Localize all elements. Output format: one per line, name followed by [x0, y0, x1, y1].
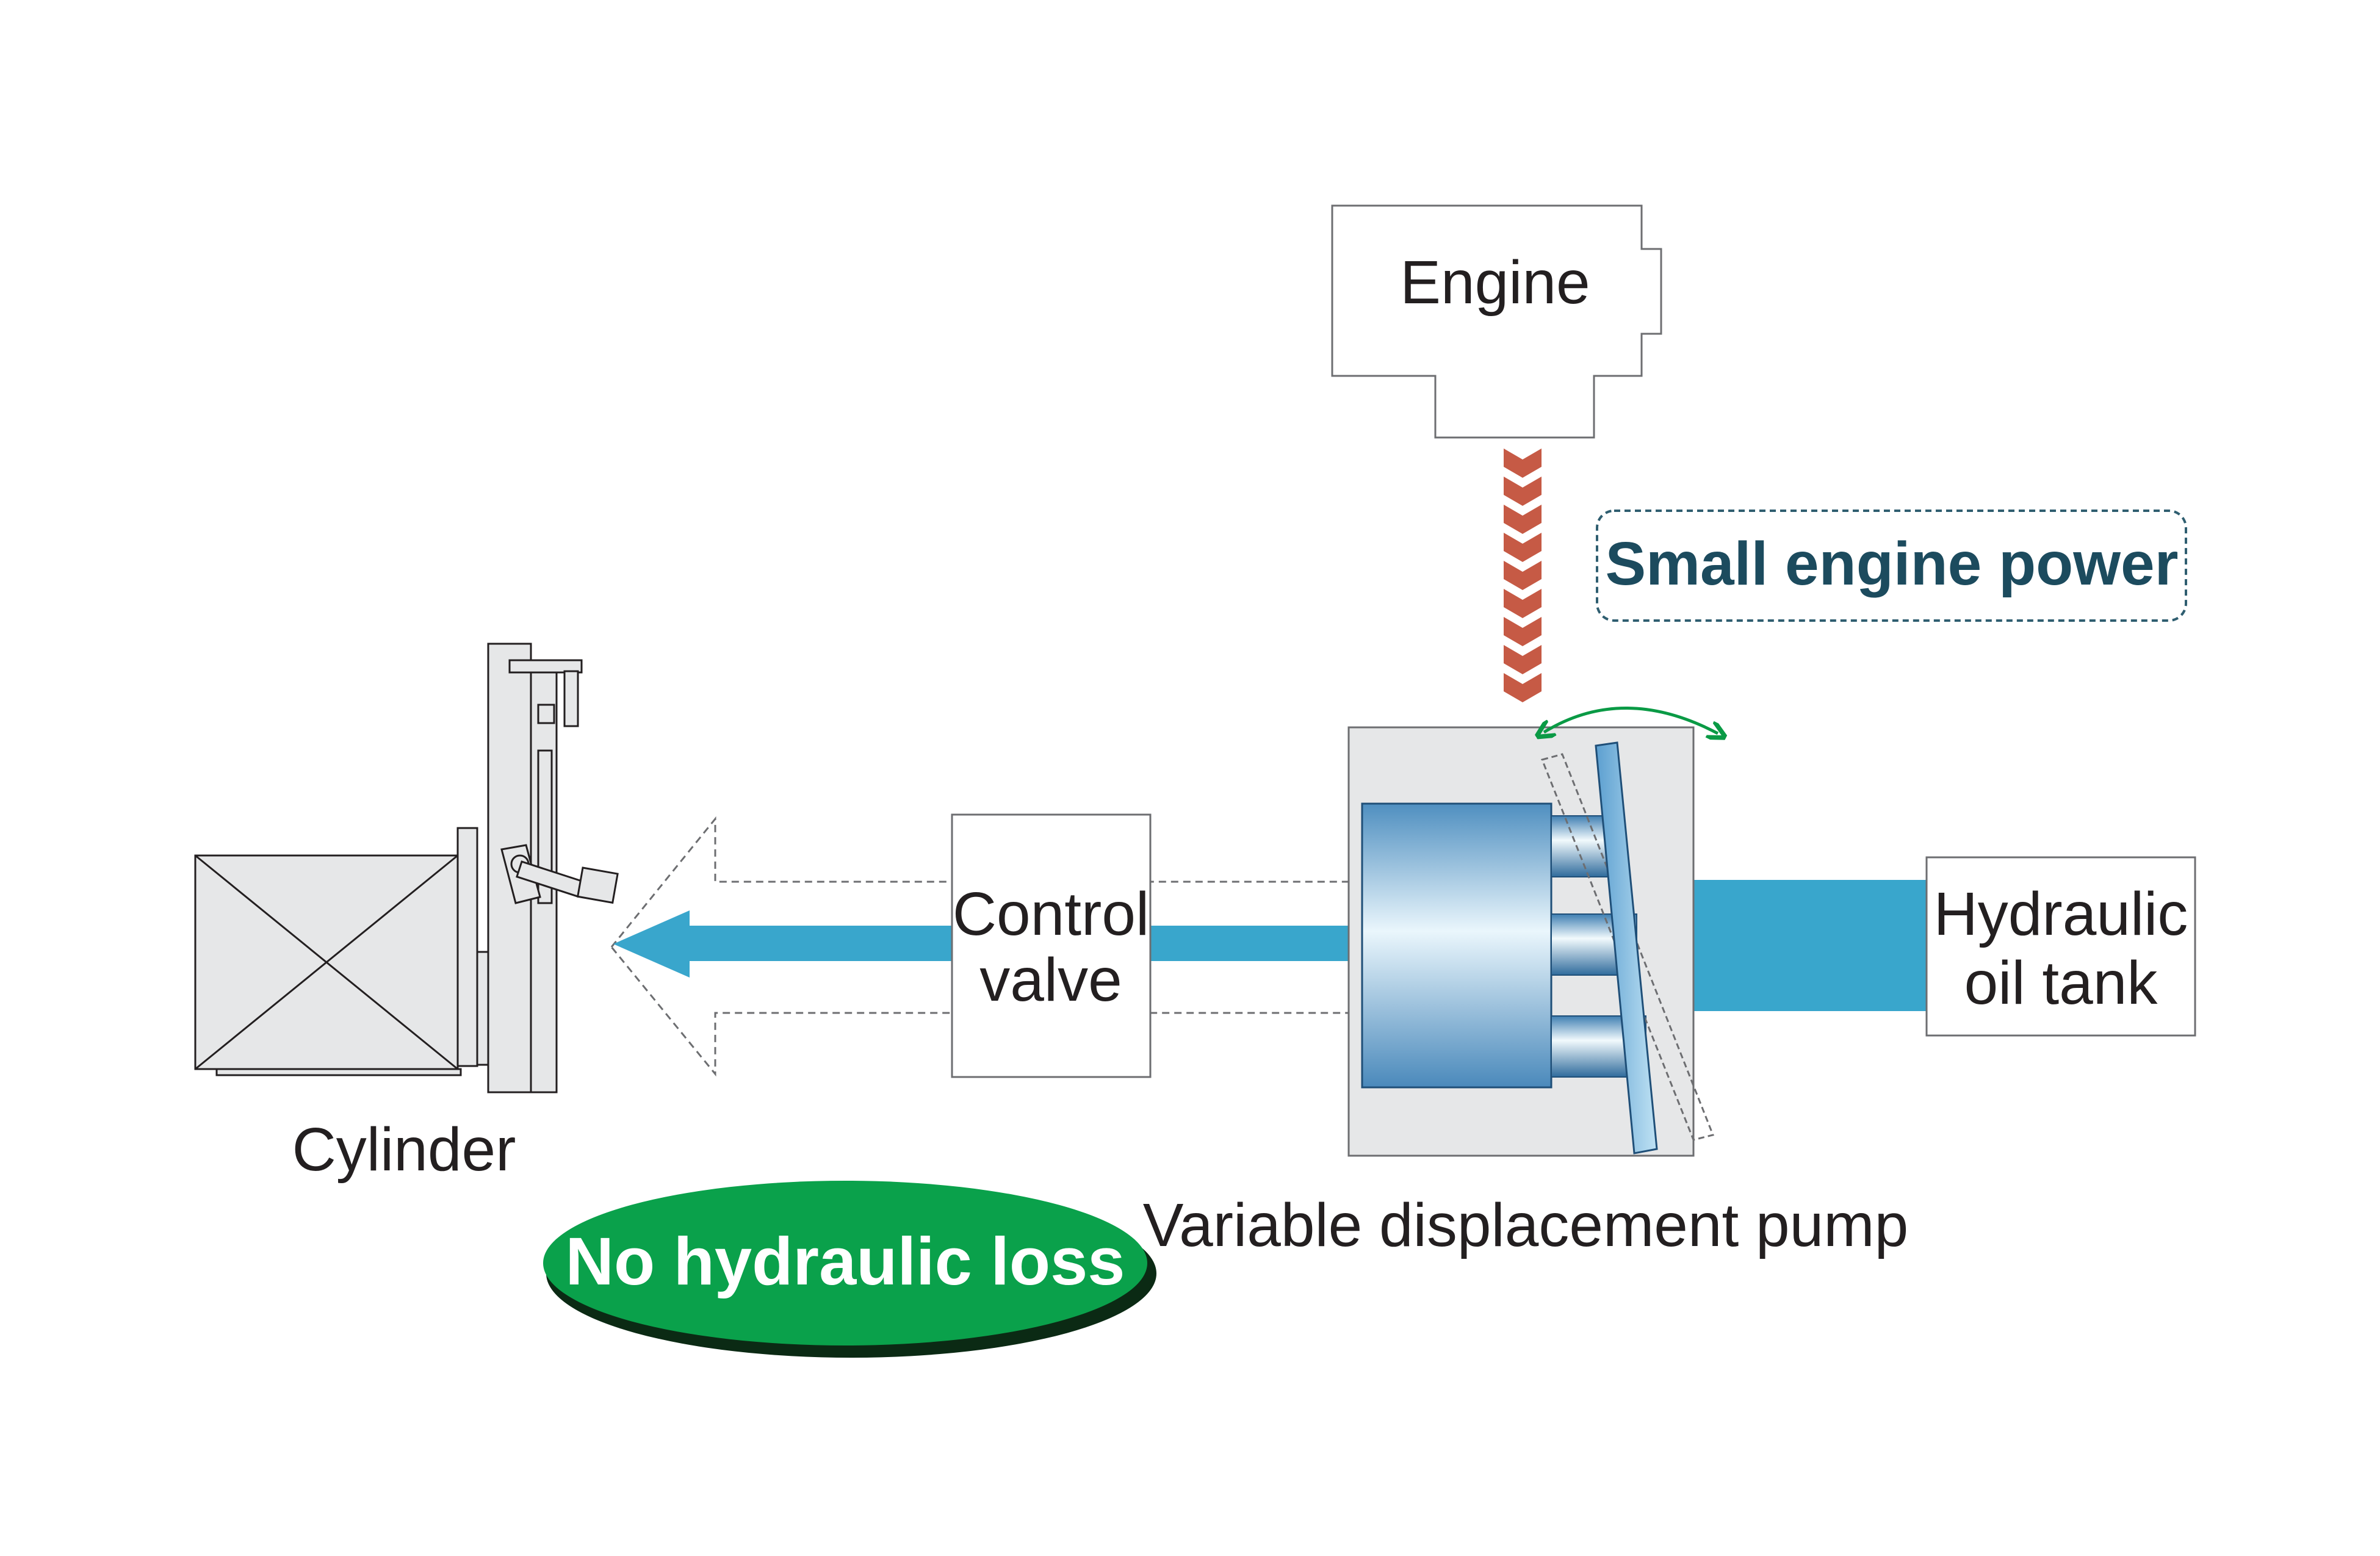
no-hydraulic-loss-badge: No hydraulic loss — [543, 1181, 1156, 1358]
swash-plate — [1595, 741, 1658, 1154]
engine-block: Engine — [1331, 204, 1662, 439]
hydraulic-oil-tank: Hydraulic oil tank — [1925, 856, 2196, 1037]
forklift-carriage — [456, 827, 478, 1067]
control-valve: Control valve — [951, 813, 1152, 1078]
forklift-mast-icon — [194, 643, 619, 1093]
power-chevron — [1504, 645, 1542, 674]
variable-displacement-pump — [1347, 707, 1718, 1157]
small-engine-power-callout: Small engine power — [1596, 510, 2187, 622]
power-chevron — [1504, 589, 1542, 618]
swash-angle-arrow — [1544, 707, 1718, 733]
control-valve-label-line2: valve — [979, 946, 1122, 1014]
tank-supply-flow — [1693, 880, 1928, 1011]
control-valve-label-line1: Control — [953, 880, 1149, 948]
pump-cylinder-block — [1361, 802, 1552, 1089]
power-chevron — [1504, 561, 1542, 590]
engine-label: Engine — [1400, 248, 1590, 317]
power-chevron — [1504, 533, 1542, 562]
hydraulic-tank-label-line1: Hydraulic — [1934, 880, 2188, 948]
engine-power-chevrons — [1504, 448, 1542, 702]
no-hydraulic-loss-label: No hydraulic loss — [566, 1224, 1125, 1299]
cylinder-label: Cylinder — [292, 1115, 516, 1184]
hydraulic-tank-label-line2: oil tank — [1964, 949, 2158, 1017]
small-engine-power-label: Small engine power — [1605, 530, 2178, 598]
power-chevron — [1504, 477, 1542, 506]
forklift-tine — [215, 1068, 462, 1076]
power-chevron — [1504, 673, 1542, 702]
power-chevron — [1504, 617, 1542, 646]
flow-outline-arrow — [610, 816, 1350, 1077]
power-chevron — [1504, 505, 1542, 534]
power-chevron — [1504, 448, 1542, 478]
pump-label: Variable displacement pump — [1143, 1191, 1908, 1259]
